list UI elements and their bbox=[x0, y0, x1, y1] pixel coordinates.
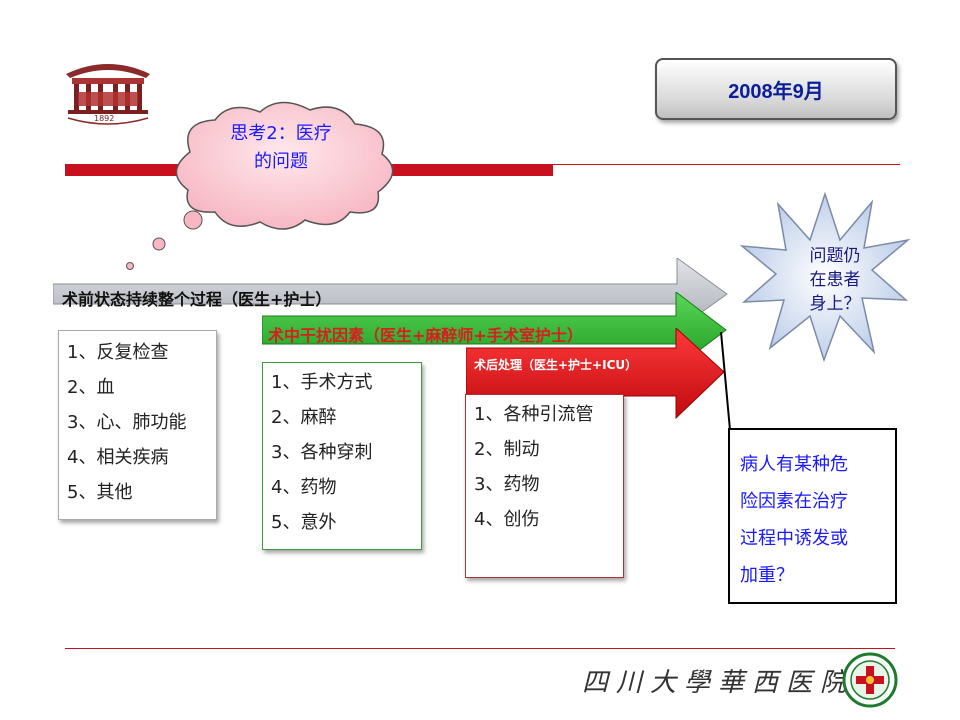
list-item: 3、心、肺功能 bbox=[67, 412, 187, 433]
list-item: 1、各种引流管 bbox=[474, 404, 594, 425]
logo-year: 1892 bbox=[94, 114, 115, 123]
date-box: 2008年9月 bbox=[655, 58, 897, 120]
header-red-line bbox=[553, 164, 900, 165]
star-line-2: 在患者 bbox=[809, 270, 861, 290]
list-item: 3、药物 bbox=[474, 474, 540, 495]
list-item: 2、制动 bbox=[474, 439, 540, 460]
stage-3-title: 术后处理（医生+护士+ICU） bbox=[474, 358, 638, 372]
thought-bubble-text: 思考2：医疗 的问题 bbox=[192, 120, 370, 176]
connector-line bbox=[720, 331, 731, 431]
list-item: 5、意外 bbox=[271, 512, 337, 533]
star-line-3: 身上？ bbox=[809, 294, 861, 314]
stage-1-title: 术前状态持续整个过程（医生+护士） bbox=[62, 290, 332, 309]
stage-3-list: 1、各种引流管 2、制动 3、药物 4、创伤 bbox=[465, 394, 624, 578]
list-item: 4、药物 bbox=[271, 477, 337, 498]
list-item: 2、麻醉 bbox=[271, 407, 337, 428]
date-text: 2008年9月 bbox=[728, 80, 824, 103]
note-line-3: 过程中诱发或 bbox=[740, 528, 848, 549]
list-item: 5、其他 bbox=[67, 482, 133, 503]
stage-2-arrow bbox=[262, 292, 727, 368]
hospital-emblem-icon bbox=[842, 652, 898, 708]
list-item: 4、创伤 bbox=[474, 509, 540, 530]
list-item: 1、反复检查 bbox=[67, 342, 169, 363]
footer-hospital-name: 四川大學華西医院 bbox=[582, 668, 855, 698]
list-item: 3、各种穿刺 bbox=[271, 442, 373, 463]
thought-line-2: 的问题 bbox=[254, 151, 308, 172]
starburst-callout bbox=[740, 192, 910, 362]
thought-bubble bbox=[126, 101, 394, 270]
starburst-text: 问题仍 在患者 身上？ bbox=[785, 244, 885, 316]
note-line-4: 加重？ bbox=[740, 565, 794, 586]
note-line-2: 险因素在治疗 bbox=[740, 491, 848, 512]
note-line-1: 病人有某种危 bbox=[740, 454, 848, 475]
thought-line-1: 思考2：医疗 bbox=[230, 123, 332, 144]
footer-red-line bbox=[65, 648, 895, 649]
hospital-gate-logo bbox=[66, 64, 150, 125]
note-box: 病人有某种危 险因素在治疗 过程中诱发或 加重？ bbox=[728, 428, 897, 604]
list-item: 2、血 bbox=[67, 377, 115, 398]
stage-2-title: 术中干扰因素（医生+麻醉师+手术室护士） bbox=[268, 326, 583, 345]
hospital-logo: 1892 bbox=[62, 52, 154, 132]
list-item: 4、相关疾病 bbox=[67, 447, 169, 468]
list-item: 1、手术方式 bbox=[271, 372, 373, 393]
stage-1-list: 1、反复检查 2、血 3、心、肺功能 4、相关疾病 5、其他 bbox=[58, 330, 217, 520]
stage-2-list: 1、手术方式 2、麻醉 3、各种穿刺 4、药物 5、意外 bbox=[262, 362, 422, 550]
star-line-1: 问题仍 bbox=[809, 246, 861, 266]
